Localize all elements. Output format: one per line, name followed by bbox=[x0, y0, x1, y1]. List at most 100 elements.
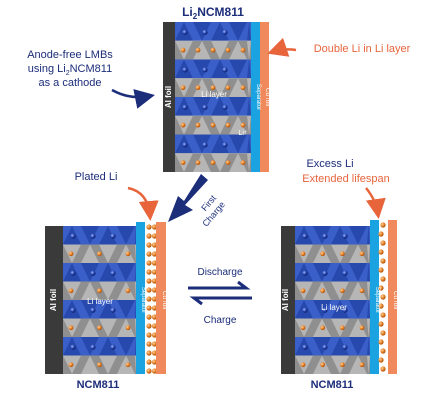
octahedron-facet bbox=[313, 226, 331, 245]
first-charge-arrow bbox=[168, 174, 208, 222]
octahedron-facet bbox=[81, 281, 99, 300]
octahedron-facet bbox=[349, 318, 367, 337]
li-atom bbox=[97, 288, 102, 294]
li-atom bbox=[97, 362, 102, 368]
octahedron-facet bbox=[99, 244, 117, 263]
plated-li-atom bbox=[146, 323, 152, 329]
octahedron-facet bbox=[211, 78, 229, 97]
br-al-foil bbox=[281, 226, 295, 374]
top-cu-foil-label: Cu foil bbox=[264, 88, 271, 107]
li-atom bbox=[68, 288, 74, 294]
octahedron-facet bbox=[135, 318, 136, 337]
tm-atom bbox=[222, 142, 228, 148]
li-atom bbox=[320, 325, 326, 331]
octahedron-facet bbox=[349, 263, 367, 282]
tm-atom bbox=[322, 307, 328, 313]
top-cell-title: Li2NCM811 bbox=[182, 5, 244, 21]
li-atom bbox=[68, 251, 74, 257]
octahedron-facet bbox=[193, 97, 211, 116]
top-cell: Al foil Separator Cu foil Li layer Li⁺ bbox=[163, 22, 271, 172]
li-atom bbox=[97, 325, 102, 331]
octahedron-facet bbox=[367, 318, 370, 337]
plated-li-atom bbox=[380, 348, 386, 354]
li-atom bbox=[320, 362, 326, 368]
tm-atom bbox=[182, 67, 188, 73]
octahedron-facet bbox=[117, 263, 135, 282]
octahedron-facet bbox=[117, 300, 135, 319]
octahedron-facet bbox=[331, 263, 349, 282]
plated-li-atom bbox=[146, 224, 152, 230]
octahedron-facet bbox=[211, 59, 229, 79]
br-separator bbox=[370, 220, 379, 374]
top-cu-foil bbox=[260, 22, 269, 172]
plated-li-atom bbox=[151, 251, 158, 257]
li-atom bbox=[320, 288, 326, 294]
bl-al-foil-label: Al foil bbox=[49, 289, 58, 311]
li-atom bbox=[339, 362, 345, 368]
li-atom bbox=[125, 251, 131, 257]
li-atom bbox=[240, 47, 246, 53]
plated-li-atom bbox=[151, 332, 158, 338]
plated-li-atom bbox=[146, 305, 152, 311]
plated-li-atom bbox=[378, 357, 384, 363]
tm-atom bbox=[90, 233, 96, 239]
tm-atom bbox=[302, 233, 308, 239]
octahedron-facet bbox=[349, 226, 367, 245]
tm-atom bbox=[90, 344, 96, 350]
top-al-foil bbox=[163, 22, 175, 172]
tm-atom bbox=[182, 104, 188, 110]
plated-li-atom bbox=[378, 267, 384, 273]
caption-line-3: as a cathode bbox=[39, 77, 102, 89]
li-atom bbox=[180, 47, 186, 53]
layer-band bbox=[63, 337, 136, 356]
plated-li-atom bbox=[151, 287, 158, 293]
octahedron-facet bbox=[81, 244, 99, 263]
octahedron-facet bbox=[81, 355, 99, 374]
octahedron-facet bbox=[247, 97, 251, 116]
octahedron-facet bbox=[367, 337, 370, 356]
plated-li-atom bbox=[146, 278, 152, 284]
octahedron-facet bbox=[135, 300, 136, 319]
layer-band bbox=[63, 226, 136, 245]
li-atom bbox=[210, 122, 216, 128]
li-atom bbox=[225, 122, 231, 128]
discharge-arrow bbox=[188, 280, 251, 290]
tm-atom bbox=[202, 104, 208, 110]
br-li-layer-label: Li layer bbox=[321, 303, 347, 312]
li-atom bbox=[320, 251, 326, 257]
octahedron-facet bbox=[135, 263, 136, 282]
tm-atom bbox=[322, 344, 328, 350]
tm-atom bbox=[302, 307, 308, 313]
tm-atom bbox=[90, 307, 96, 313]
tm-atom bbox=[70, 307, 76, 313]
li-atom bbox=[125, 362, 131, 368]
octahedron-facet bbox=[229, 134, 247, 154]
octahedron-facet bbox=[193, 22, 211, 41]
double-li-label: Double Li in Li layer bbox=[314, 43, 411, 55]
li-atom bbox=[225, 160, 231, 166]
tm-atom bbox=[110, 344, 116, 350]
octahedron-facet bbox=[211, 153, 229, 172]
li-atom bbox=[180, 122, 186, 128]
tm-atom bbox=[322, 270, 328, 276]
octahedron-facet bbox=[367, 263, 370, 282]
plated-li-atom bbox=[146, 350, 152, 356]
plated-li-atom bbox=[151, 341, 158, 347]
charge-label: Charge bbox=[204, 315, 237, 326]
tm-atom bbox=[110, 307, 116, 313]
caption-arrow bbox=[111, 88, 155, 109]
plated-li-atom bbox=[378, 249, 384, 255]
tm-atom bbox=[70, 270, 76, 276]
plated-li-atom bbox=[378, 339, 384, 345]
octahedron-facet bbox=[331, 337, 349, 356]
plated-li-atom bbox=[151, 368, 158, 374]
layer-band bbox=[63, 263, 136, 282]
octahedron-facet bbox=[247, 115, 251, 135]
octahedron-facet bbox=[247, 40, 251, 60]
extended-lifespan-arrow bbox=[365, 187, 386, 219]
li-atom bbox=[300, 288, 306, 294]
plated-li-atom bbox=[151, 350, 158, 356]
octahedron-facet bbox=[211, 115, 229, 135]
top-separator-label: Separator bbox=[255, 84, 261, 110]
plated-li-atom bbox=[151, 260, 158, 266]
